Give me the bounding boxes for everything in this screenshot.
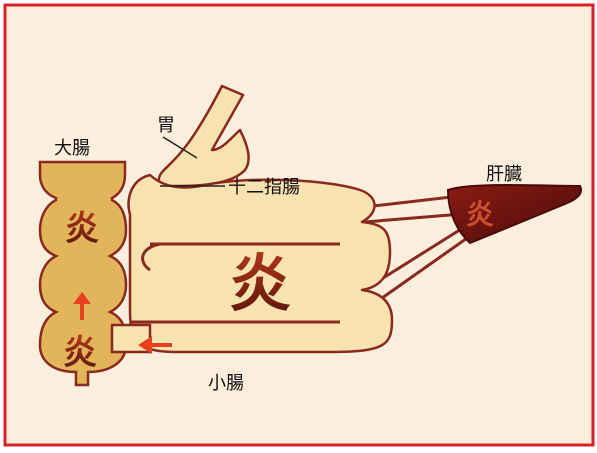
stomach-label: 胃	[157, 115, 175, 136]
connector-line	[364, 212, 463, 224]
liver-connectors	[364, 194, 471, 305]
fire-glyph-icon: 炎	[63, 333, 97, 373]
fire-glyph-icon: 炎	[65, 209, 99, 249]
connector-line	[371, 224, 467, 287]
flow-arrow-icon	[73, 292, 91, 320]
connector-line	[374, 234, 471, 305]
small-intestine-folds	[130, 242, 340, 324]
large-intestine-body	[38, 160, 128, 387]
liver-shape	[446, 184, 583, 245]
connector-line	[364, 194, 461, 209]
stomach-leader-line	[162, 136, 198, 159]
fire-glyph-icon: 炎	[466, 198, 494, 231]
liver-label: 肝臓	[486, 164, 522, 185]
flow-arrows	[73, 292, 172, 354]
fire-glyph-icon: 炎	[229, 247, 291, 320]
duodenum-label: 十二指腸	[228, 177, 300, 198]
small-intestine-label: 小腸	[208, 373, 244, 394]
large-intestine-shape	[38, 160, 128, 387]
large-intestine-label: 大腸	[54, 138, 90, 159]
flow-arrow-icon	[138, 336, 172, 354]
fold-curve	[141, 242, 161, 272]
